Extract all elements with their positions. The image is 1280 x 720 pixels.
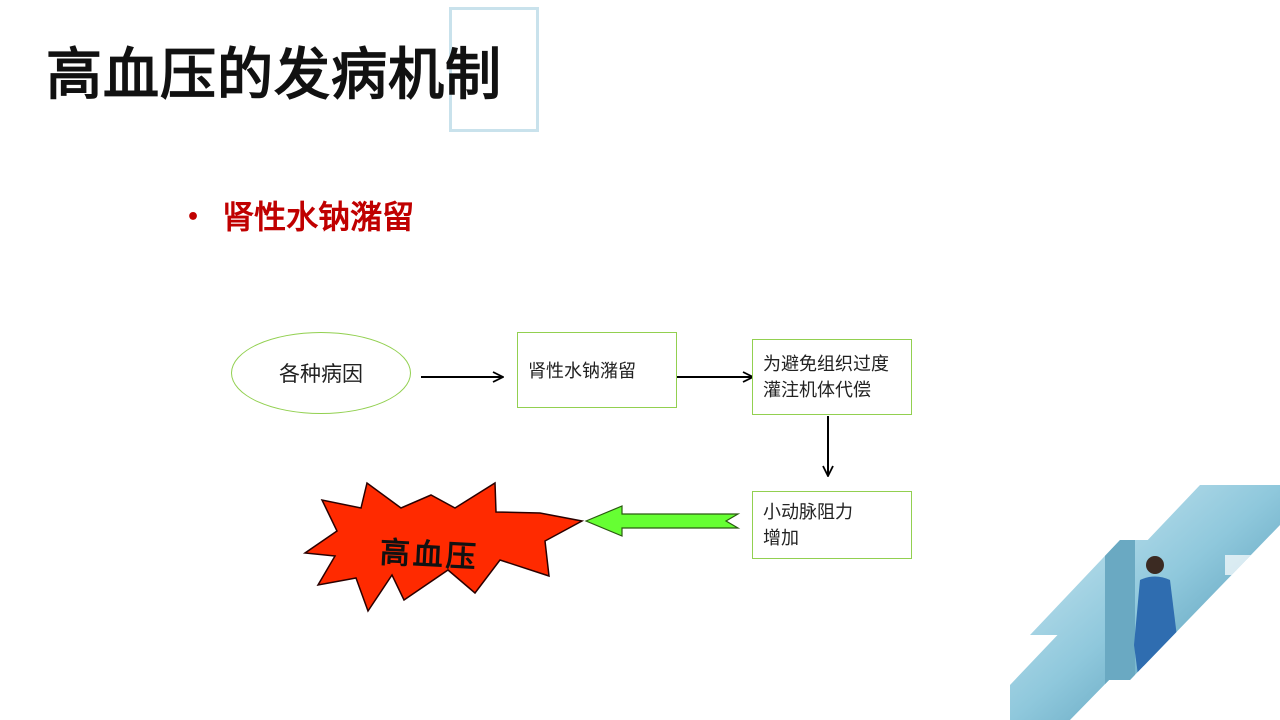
step1-label: 肾性水钠潴留	[528, 361, 636, 382]
step2-line1: 为避免组织过度	[763, 354, 889, 375]
cause-label: 各种病因	[279, 362, 363, 386]
slide-title: 高血压的发病机制	[46, 43, 502, 108]
step3-node: 小动脉阻力 增加	[752, 491, 912, 559]
step2-node: 为避免组织过度 灌注机体代偿	[752, 339, 912, 415]
bullet-text: 肾性水钠潴留	[222, 198, 415, 236]
step3-line1: 小动脉阻力	[763, 502, 853, 523]
title-accent-frame	[449, 7, 539, 132]
bullet-dot-icon: •	[186, 205, 201, 230]
outcome-label: 高血压	[378, 535, 480, 576]
nurse-hospital-corridor-image	[1010, 485, 1280, 720]
step3-line2: 增加	[763, 528, 799, 549]
bullet-point: • 肾性水钠潴留	[186, 192, 414, 238]
step1-node: 肾性水钠潴留	[517, 332, 677, 408]
green-arrow-to-outcome	[584, 505, 741, 537]
outcome-burst-shape	[302, 481, 585, 613]
step2-line2: 灌注机体代偿	[763, 380, 871, 401]
cause-node: 各种病因	[231, 332, 411, 414]
